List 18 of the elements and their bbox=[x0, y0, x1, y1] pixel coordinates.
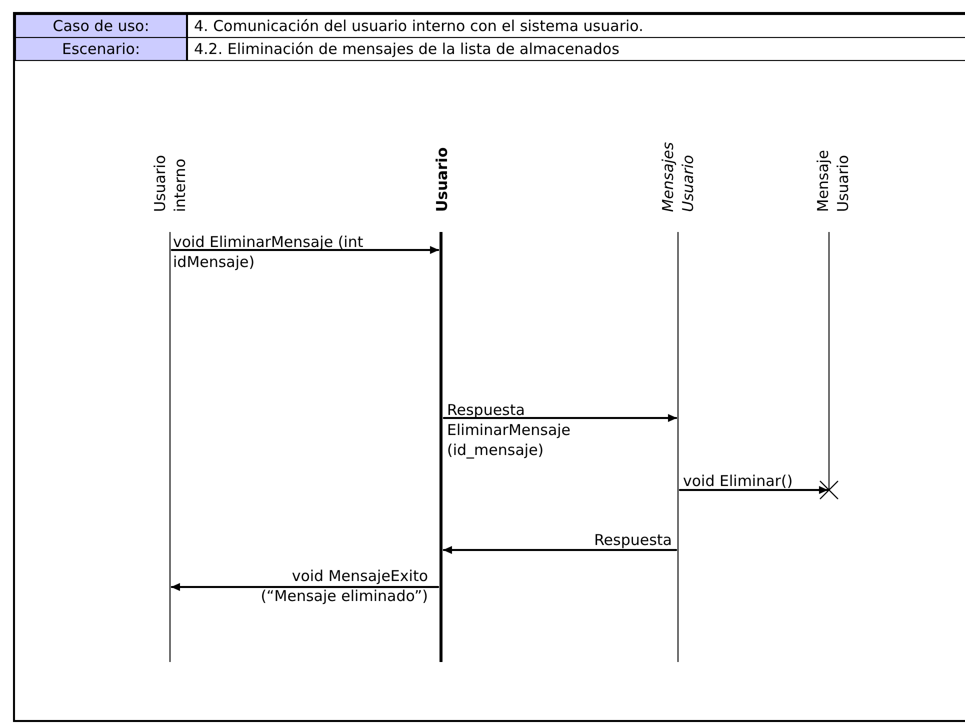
message-label: Respuesta bbox=[593, 530, 672, 550]
message-arrow bbox=[679, 486, 828, 494]
object-name: Mensajes Usuario bbox=[658, 141, 698, 212]
object-name: Mensaje Usuario bbox=[813, 148, 853, 212]
message-arrow bbox=[443, 414, 677, 422]
message-label: void EliminarMensaje (int idMensaje) bbox=[173, 232, 364, 272]
message-label: Respuesta EliminarMensaje (id_mensaje) bbox=[447, 400, 572, 460]
message-label: void MensajeExito (“Mensaje eliminado”) bbox=[260, 566, 428, 606]
message-arrow bbox=[171, 583, 439, 591]
field-label: Caso de uso: bbox=[15, 14, 187, 38]
object-name: Usuario interno bbox=[150, 154, 190, 212]
field-label: Escenario: bbox=[15, 37, 187, 61]
message-arrow bbox=[171, 246, 439, 254]
field-value: 4.2. Eliminación de mensajes de la lista de almacenados bbox=[187, 37, 965, 61]
message-arrow bbox=[443, 546, 677, 554]
message-label: void Eliminar() bbox=[683, 471, 794, 491]
field-value: 4. Comunicación del usuario interno con el sistema usuario. bbox=[187, 14, 965, 38]
object-name: Usuario bbox=[432, 146, 452, 212]
